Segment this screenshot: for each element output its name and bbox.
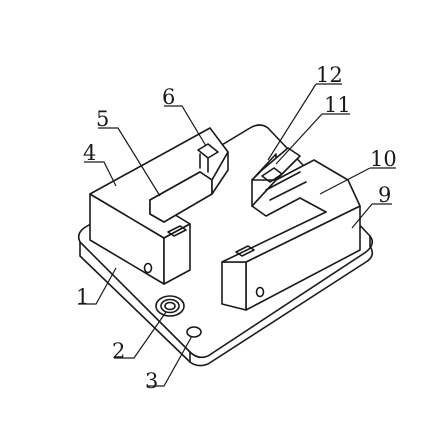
countersunk-inner-ring <box>164 301 176 311</box>
left-block-rail <box>199 153 209 173</box>
left-l-block <box>89 127 229 285</box>
leader-6 <box>164 105 207 147</box>
label-part-6: 6 <box>162 85 175 109</box>
right-block-pin-hole <box>255 286 265 298</box>
label-part-12: 12 <box>316 63 343 87</box>
right-block-end-face <box>221 261 247 311</box>
leader-3 <box>148 335 193 387</box>
left-block-end-face <box>163 223 191 285</box>
left-block-back-end <box>211 151 229 195</box>
leader-2 <box>114 311 167 359</box>
part-numbers: 1 2 3 4 5 6 9 10 11 12 <box>76 63 397 393</box>
through-hole <box>186 326 202 338</box>
right-block-slot-11 <box>261 167 283 183</box>
left-block-slot-6 <box>197 143 219 159</box>
leader-11 <box>275 113 350 165</box>
leader-lines <box>78 83 396 387</box>
label-part-11: 11 <box>324 93 351 117</box>
leader-12 <box>267 83 342 161</box>
leader-5 <box>98 127 161 197</box>
label-part-2: 2 <box>112 339 125 363</box>
label-part-1: 1 <box>76 285 89 309</box>
leader-4 <box>84 161 117 187</box>
countersunk-hole <box>155 295 185 317</box>
left-block-pin-hole <box>143 262 153 274</box>
base-plate-edge <box>79 241 374 367</box>
leader-1 <box>78 267 117 305</box>
leader-10 <box>319 167 396 195</box>
left-block-slot-5 <box>167 225 187 237</box>
leader-9 <box>351 203 392 229</box>
label-part-10: 10 <box>370 147 397 171</box>
label-part-5: 5 <box>96 107 109 131</box>
label-part-4: 4 <box>83 141 96 165</box>
label-part-9: 9 <box>378 183 391 207</box>
right-block-slot-10 <box>235 245 255 257</box>
countersunk-outer-ring <box>155 295 185 317</box>
right-block-rail <box>265 171 307 201</box>
label-part-3: 3 <box>145 369 158 393</box>
countersunk-middle-ring <box>160 298 180 314</box>
